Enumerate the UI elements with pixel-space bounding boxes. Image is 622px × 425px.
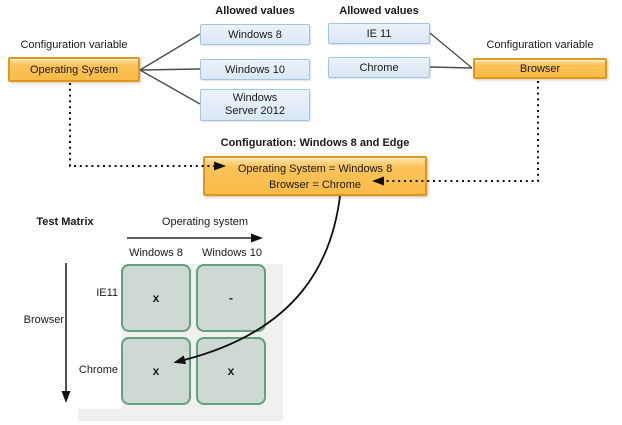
matrix-cell-value: - xyxy=(229,291,233,305)
matrix-cell-chrome-windows10: x xyxy=(196,337,266,405)
matrix-cell-value: x xyxy=(152,364,160,378)
row-header-chrome: Chrome xyxy=(78,364,118,376)
configuration-line-os: Operating System = Windows 8 xyxy=(237,163,393,175)
matrix-background-panel-shadow xyxy=(78,409,122,421)
os-variable-box: Operating System xyxy=(8,57,140,82)
matrix-cell-ie11-windows10: - xyxy=(196,264,266,332)
os-value-box: Windows Server 2012 xyxy=(200,89,310,121)
browser-value-label: IE 11 xyxy=(366,27,392,40)
configuration-line-browser: Browser = Chrome xyxy=(268,179,361,191)
column-header-windows10: Windows 10 xyxy=(202,247,262,259)
os-value-box: Windows 10 xyxy=(200,59,310,80)
row-header-ie11: IE11 xyxy=(96,287,118,299)
browser-variable-name: Browser xyxy=(519,62,561,75)
y-axis-label: Browser xyxy=(23,314,64,326)
matrix-cell-value: x xyxy=(152,291,160,305)
os-variable-caption: Configuration variable xyxy=(20,39,128,51)
matrix-cell-value: x xyxy=(227,364,235,378)
browser-value-box: IE 11 xyxy=(328,23,430,44)
values-to-browser-connectors xyxy=(429,32,473,69)
x-axis-label: Operating system xyxy=(161,216,249,228)
os-value-label: Windows 10 xyxy=(225,63,285,76)
configuration-box: Operating System = Windows 8 Browser = C… xyxy=(203,156,427,196)
matrix-cell-chrome-windows8: x xyxy=(121,337,191,405)
dashed-arrow-os-to-config xyxy=(69,83,226,171)
os-value-box: Windows 8 xyxy=(200,24,310,45)
configuration-heading: Configuration: Windows 8 and Edge xyxy=(220,137,410,149)
browser-value-label: Chrome xyxy=(359,61,399,74)
browser-allowed-values-heading: Allowed values xyxy=(339,5,419,17)
os-value-label: Windows 8 xyxy=(228,28,282,41)
os-variable-name: Operating System xyxy=(29,63,119,76)
os-allowed-values-heading: Allowed values xyxy=(215,5,295,17)
os-to-values-connectors xyxy=(139,33,201,105)
column-header-windows8: Windows 8 xyxy=(129,247,183,259)
browser-variable-box: Browser xyxy=(473,58,607,79)
test-matrix-title: Test Matrix xyxy=(36,216,94,228)
os-value-label: Windows Server 2012 xyxy=(225,92,285,117)
matrix-cell-ie11-windows8: x xyxy=(121,264,191,332)
browser-value-box: Chrome xyxy=(328,57,430,78)
browser-variable-caption: Configuration variable xyxy=(486,39,594,51)
